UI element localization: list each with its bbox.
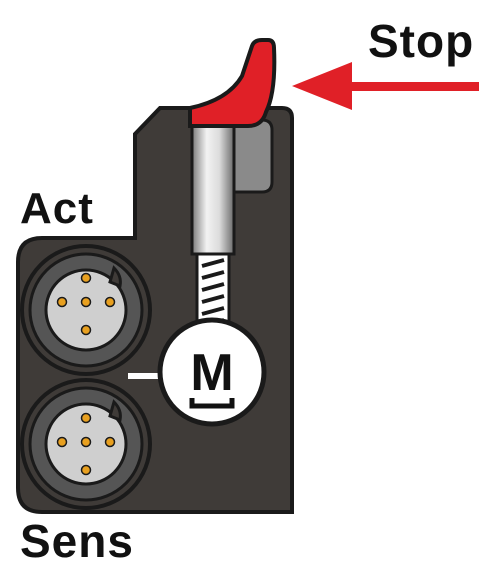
motor-circle (157, 317, 267, 427)
sens-label: Sens (20, 515, 134, 567)
stop-arrow (292, 62, 479, 110)
pin (56, 436, 68, 448)
pin (80, 272, 92, 284)
pin (80, 436, 92, 448)
pin (104, 296, 116, 308)
act-label: Act (20, 184, 94, 233)
connector-sens (20, 378, 152, 510)
pin (56, 296, 68, 308)
motor-symbol: M (190, 344, 233, 402)
plunger-guide (232, 118, 274, 194)
pin (104, 436, 116, 448)
connector-act (20, 244, 152, 376)
pin (80, 464, 92, 476)
pin (80, 324, 92, 336)
stop-label: Stop (368, 15, 475, 67)
pin (80, 296, 92, 308)
stop-tab (188, 38, 277, 128)
pin (80, 412, 92, 424)
plunger-rod (190, 116, 236, 256)
motor-underline (189, 398, 235, 409)
